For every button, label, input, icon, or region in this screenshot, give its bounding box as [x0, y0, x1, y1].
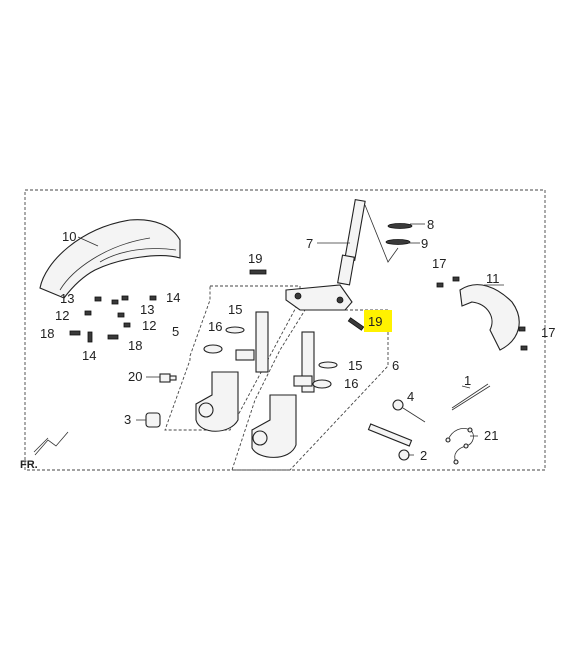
label-5: 5 — [172, 324, 179, 339]
speedo-cable — [451, 383, 491, 411]
label-17: 17 — [432, 256, 446, 271]
label-13: 13 — [60, 291, 74, 306]
label-4: 4 — [407, 389, 414, 404]
label-12: 12 — [55, 308, 69, 323]
label-19-highlighted: 19 — [368, 314, 382, 329]
label-21: 21 — [484, 428, 498, 443]
label-16b: 16 — [344, 376, 358, 391]
stem-bolts — [249, 269, 365, 331]
label-6: 6 — [392, 358, 399, 373]
axle-bolt — [159, 373, 177, 383]
cable-loop — [445, 427, 474, 465]
label-front: FR. — [20, 459, 38, 471]
label-18b: 18 — [128, 338, 142, 353]
leader-lines — [77, 223, 504, 456]
left-fork-box — [164, 285, 301, 431]
label-18: 18 — [40, 326, 54, 341]
label-17b: 17 — [541, 325, 555, 340]
label-11: 11 — [486, 271, 500, 286]
label-14b: 14 — [166, 290, 180, 305]
label-15: 15 — [228, 302, 242, 317]
front-direction-arrow — [33, 431, 69, 456]
label-15b: 15 — [348, 358, 362, 373]
speed-sensor — [392, 399, 426, 423]
stem-washers — [364, 204, 413, 263]
label-19: 19 — [248, 251, 262, 266]
highlight-box — [364, 310, 392, 332]
label-13b: 13 — [140, 302, 154, 317]
steering-stem — [285, 198, 366, 311]
axle-spacer — [145, 412, 161, 428]
label-2: 2 — [420, 448, 427, 463]
label-3: 3 — [124, 412, 131, 427]
label-14: 14 — [82, 348, 96, 363]
callout-labels: 10 13 12 18 14 14 13 12 18 5 15 16 20 3 … — [20, 217, 555, 471]
label-1: 1 — [464, 373, 471, 388]
front-fender — [39, 219, 181, 299]
label-8: 8 — [427, 217, 434, 232]
inner-fender — [436, 276, 528, 351]
label-16: 16 — [208, 319, 222, 334]
left-fork-tube — [195, 311, 269, 432]
right-fork-tube — [251, 331, 338, 458]
frame-border — [24, 189, 546, 471]
label-7: 7 — [306, 236, 313, 251]
label-10: 10 — [62, 229, 76, 244]
label-9: 9 — [421, 236, 428, 251]
front-axle — [367, 423, 413, 461]
label-20: 20 — [128, 369, 142, 384]
fender-bolts — [69, 295, 157, 343]
label-12b: 12 — [142, 318, 156, 333]
